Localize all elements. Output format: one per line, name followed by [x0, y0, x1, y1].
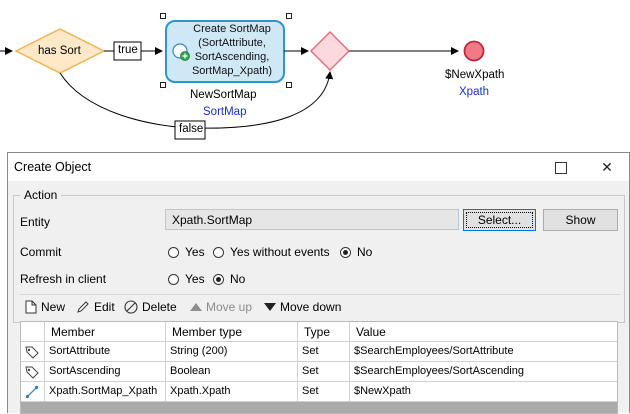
column-header[interactable]: Member: [45, 322, 166, 342]
selection-handle[interactable]: [286, 13, 292, 19]
radio-icon: [168, 274, 179, 285]
move-up-button-label: Move up: [206, 300, 253, 314]
activity-variable-name: NewSortMap: [190, 89, 257, 101]
refresh-yes-radio[interactable]: Yes: [168, 272, 205, 286]
action-group-label: Action: [20, 188, 62, 202]
true-label-box: [113, 41, 142, 61]
delete-button[interactable]: Delete: [124, 300, 177, 314]
radio-label: No: [230, 272, 246, 286]
type-cell: Set: [298, 342, 350, 361]
pencil-icon: [77, 301, 89, 313]
radio-icon: [213, 247, 224, 258]
activity-caption-line: SortMap_Xpath): [191, 65, 273, 77]
move-down-button[interactable]: Move down: [264, 300, 341, 314]
new-document-icon: [25, 300, 37, 314]
member-cell: SortAttribute: [45, 342, 166, 361]
flow-diagram: [0, 20, 485, 140]
radio-selected-icon: [213, 274, 224, 285]
commit-yes-without-events-radio[interactable]: Yes without events: [213, 245, 330, 259]
member-type-cell: Boolean: [166, 362, 298, 381]
column-header[interactable]: Type: [298, 322, 350, 342]
edit-button[interactable]: Edit: [76, 300, 115, 314]
false-label: false: [179, 123, 204, 135]
type-cell: Set: [298, 382, 350, 401]
maximize-button[interactable]: [539, 153, 583, 181]
activity-caption: Create SortMap (SortAttribute, SortAscen…: [168, 22, 284, 78]
commit-label: Commit: [20, 245, 62, 259]
value-cell: $SearchEmployees/SortAttribute: [354, 345, 514, 357]
table-row[interactable]: SortAscending Boolean Set $SearchEmploye…: [21, 362, 617, 382]
toolbar-divider: [20, 294, 620, 295]
delete-icon: [124, 300, 138, 314]
delete-button-label: Delete: [142, 300, 177, 314]
select-button-label: Select...: [477, 213, 522, 227]
new-button[interactable]: New: [25, 300, 65, 314]
close-button[interactable]: ✕: [585, 153, 629, 181]
value-cell: $SearchEmployees/SortAscending: [354, 365, 524, 377]
edit-button-label: Edit: [94, 300, 115, 314]
entity-field[interactable]: Xpath.SortMap: [165, 209, 459, 230]
table-row[interactable]: SortAttribute String (200) Set $SearchEm…: [21, 342, 617, 362]
association-icon: [25, 385, 39, 399]
show-button-label: Show: [565, 213, 596, 227]
merge-shape[interactable]: [309, 30, 351, 72]
activity-caption-line: Create SortMap: [193, 23, 271, 35]
refresh-no-radio[interactable]: No: [213, 272, 245, 286]
close-icon: ✕: [601, 159, 613, 175]
selection-handle[interactable]: [160, 13, 166, 19]
end-variable-type[interactable]: Xpath: [459, 86, 490, 98]
radio-label: No: [357, 245, 373, 259]
commit-yes-radio[interactable]: Yes: [168, 245, 205, 259]
refresh-label: Refresh in client: [20, 272, 107, 286]
activity-variable-type[interactable]: SortMap: [203, 106, 247, 118]
triangle-down-icon: [264, 303, 276, 311]
icon-column-header: [21, 322, 45, 342]
true-label: true: [118, 44, 138, 56]
type-cell: Set: [298, 362, 350, 381]
member-type-cell: String (200): [166, 342, 298, 361]
tag-icon: [25, 346, 39, 359]
false-label-box: [174, 120, 206, 140]
activity-caption-line: SortAscending,: [194, 51, 270, 63]
end-variable-name: $NewXpath: [445, 69, 505, 81]
column-header[interactable]: Member type: [166, 322, 298, 342]
table-row[interactable]: Xpath.SortMap_Xpath Xpath.Xpath Set $New…: [21, 382, 617, 402]
maximize-icon: [555, 161, 567, 174]
decision-label: has Sort: [38, 45, 81, 57]
member-type-cell: Xpath.Xpath: [166, 382, 298, 401]
radio-label: Yes: [185, 245, 205, 259]
commit-no-radio[interactable]: No: [340, 245, 372, 259]
tag-icon: [25, 366, 39, 379]
microflow-canvas[interactable]: has Sort true false Create SortMap (Sort…: [0, 0, 630, 152]
entity-label: Entity: [20, 215, 51, 229]
table-header-row: Member Member type Type Value: [21, 322, 617, 342]
dialog-titlebar[interactable]: Create Object ✕: [8, 153, 629, 181]
member-cell: SortAscending: [45, 362, 166, 381]
triangle-up-icon: [190, 303, 202, 311]
show-button[interactable]: Show: [543, 209, 618, 231]
move-up-button[interactable]: Move up: [190, 300, 252, 314]
member-cell: Xpath.SortMap_Xpath: [45, 382, 166, 401]
dialog-title: Create Object: [14, 160, 92, 174]
members-table[interactable]: Member Member type Type Value SortAttrib…: [20, 321, 618, 414]
move-down-button-label: Move down: [280, 300, 342, 314]
radio-label: Yes without events: [230, 245, 330, 259]
radio-icon: [168, 247, 179, 258]
select-button[interactable]: Select...: [463, 209, 536, 231]
value-cell: $NewXpath: [354, 385, 411, 397]
column-header[interactable]: Value: [356, 325, 386, 339]
table-empty-area: [21, 402, 617, 413]
end-event[interactable]: [463, 40, 485, 62]
radio-label: Yes: [185, 272, 205, 286]
radio-selected-icon: [340, 247, 351, 258]
create-object-dialog: Create Object ✕ Action Entity Xpath.Sort…: [7, 152, 630, 414]
selection-handle[interactable]: [160, 82, 166, 88]
activity-caption-line: (SortAttribute,: [198, 37, 266, 49]
selection-handle[interactable]: [286, 82, 292, 88]
new-button-label: New: [41, 300, 66, 314]
